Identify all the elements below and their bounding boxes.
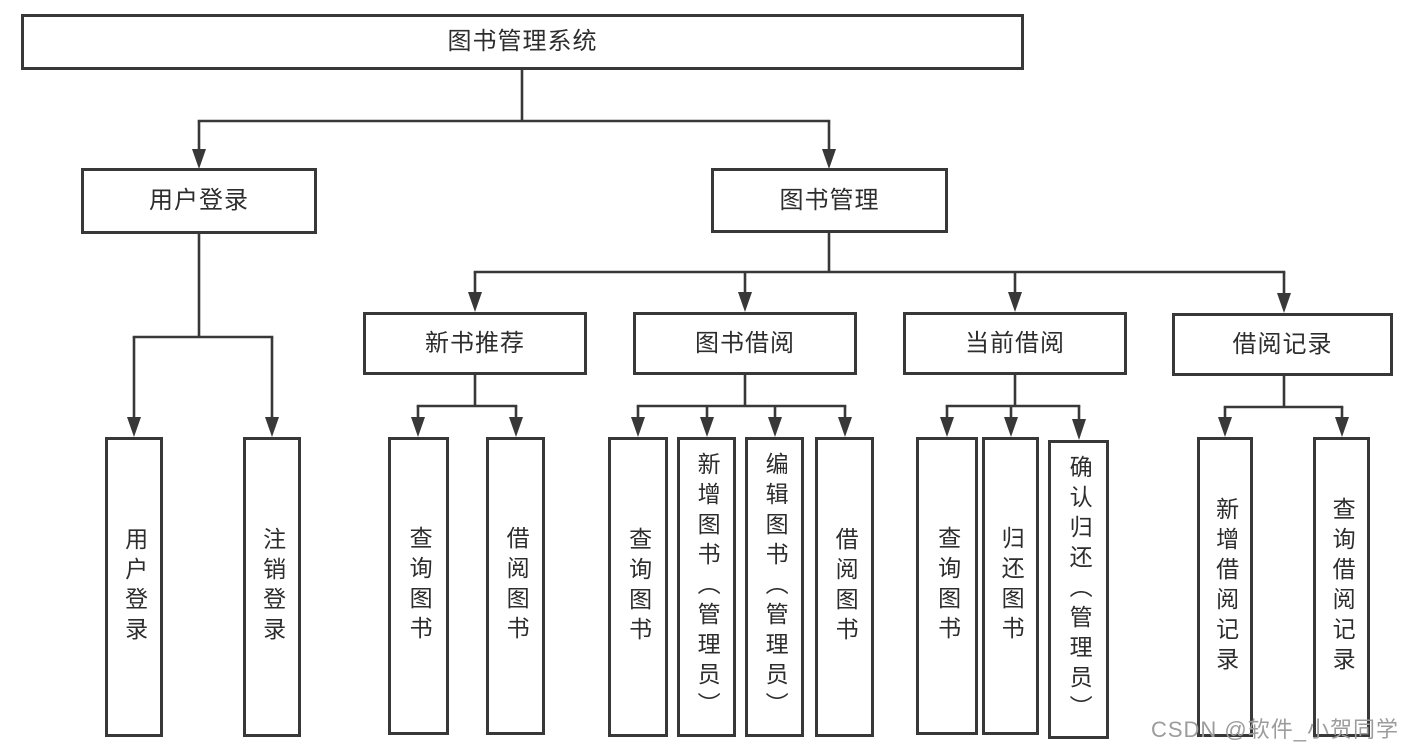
leaf-current-query-book-label: 查询图书 xyxy=(934,526,961,646)
leaf-records-add-record-label: 新增借阅记录 xyxy=(1212,497,1239,677)
node-new-book-rec: 新书推荐 xyxy=(363,312,587,375)
leaf-borrow-borrow-book: 借阅图书 xyxy=(815,437,874,737)
leaf-borrow-add-book-admin: 新增图书（管理员） xyxy=(677,437,736,737)
leaf-borrow-add-book-admin-label: 新增图书（管理员） xyxy=(694,452,721,722)
node-root: 图书管理系统 xyxy=(21,14,1024,70)
node-user-login-label: 用户登录 xyxy=(149,187,249,214)
leaf-current-confirm-return-admin: 确认归还（管理员） xyxy=(1048,440,1109,739)
leaf-current-query-book: 查询图书 xyxy=(916,437,978,735)
node-borrow-records: 借阅记录 xyxy=(1172,313,1393,376)
leaf-borrow-edit-book-admin-label: 编辑图书（管理员） xyxy=(762,452,789,722)
leaf-current-confirm-return-admin-label: 确认归还（管理员） xyxy=(1066,454,1093,725)
leaf-user-login-label: 用户登录 xyxy=(121,527,148,647)
leaf-user-login: 用户登录 xyxy=(105,437,163,737)
node-new-book-rec-label: 新书推荐 xyxy=(425,329,525,357)
connector-current-to-leaves xyxy=(940,375,1086,440)
connector-bookmgmt-to-level3 xyxy=(468,233,1291,313)
connector-newrec-to-leaves xyxy=(411,375,523,437)
leaf-current-return-book-label: 归还图书 xyxy=(998,526,1025,646)
connector-borrow-to-leaves xyxy=(631,375,852,437)
leaf-records-add-record: 新增借阅记录 xyxy=(1197,437,1253,737)
leaf-borrow-borrow-book-label: 借阅图书 xyxy=(832,527,859,647)
node-root-label: 图书管理系统 xyxy=(447,28,598,55)
leaf-borrow-edit-book-admin: 编辑图书（管理员） xyxy=(745,437,804,737)
node-current-borrow-label: 当前借阅 xyxy=(965,329,1065,357)
node-book-mgmt-label: 图书管理 xyxy=(779,186,880,214)
node-book-borrow: 图书借阅 xyxy=(633,312,857,375)
leaf-newrec-query-book-label: 查询图书 xyxy=(406,526,433,646)
leaf-newrec-borrow-book: 借阅图书 xyxy=(486,437,545,735)
leaf-borrow-query-book-label: 查询图书 xyxy=(625,527,652,647)
leaf-newrec-borrow-book-label: 借阅图书 xyxy=(503,526,530,646)
leaf-records-query-record-label: 查询借阅记录 xyxy=(1329,497,1356,677)
node-user-login: 用户登录 xyxy=(81,168,317,234)
csdn-watermark: CSDN @软件_小贺同学 xyxy=(1150,717,1399,742)
connector-login-to-leaves xyxy=(127,234,279,437)
leaf-newrec-query-book: 查询图书 xyxy=(388,437,449,735)
connector-records-to-leaves xyxy=(1218,376,1349,437)
node-book-borrow-label: 图书借阅 xyxy=(695,329,795,357)
connector-root-to-level2 xyxy=(192,70,836,169)
leaf-logout-label: 注销登录 xyxy=(259,527,286,647)
leaf-logout: 注销登录 xyxy=(243,437,301,737)
node-borrow-records-label: 借阅记录 xyxy=(1232,330,1333,358)
leaf-current-return-book: 归还图书 xyxy=(982,437,1039,735)
node-book-mgmt: 图书管理 xyxy=(711,168,948,233)
leaf-borrow-query-book: 查询图书 xyxy=(608,437,668,737)
node-current-borrow: 当前借阅 xyxy=(903,312,1127,375)
leaf-records-query-record: 查询借阅记录 xyxy=(1313,437,1370,737)
